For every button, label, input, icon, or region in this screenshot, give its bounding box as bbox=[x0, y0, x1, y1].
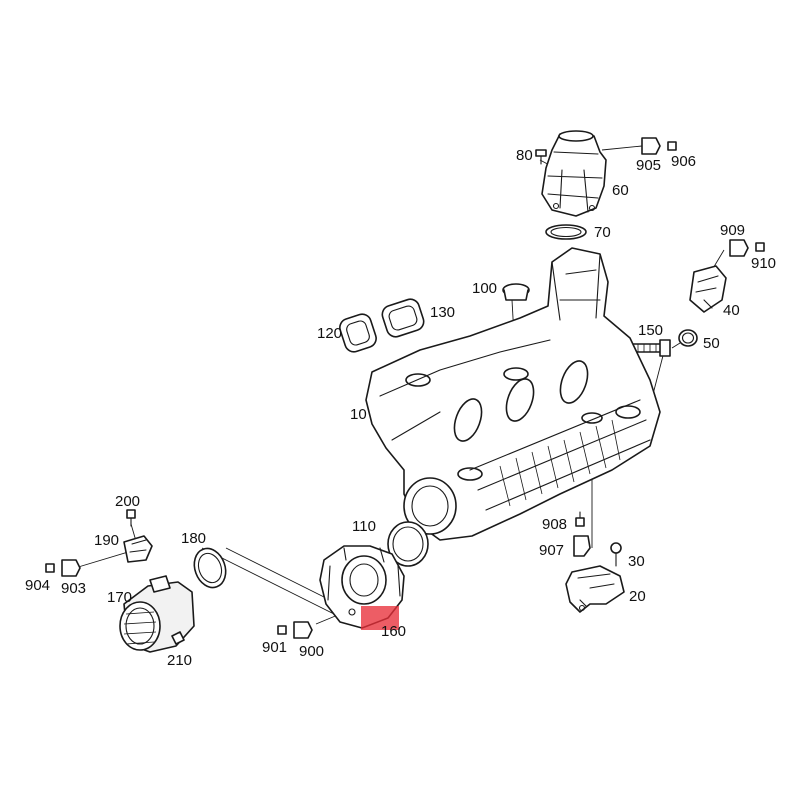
part-901-pin bbox=[277, 625, 287, 635]
callout-908: 908 bbox=[542, 516, 567, 533]
part-150-bolt bbox=[631, 339, 671, 357]
part-180-o-ring bbox=[193, 547, 227, 589]
part-210-screw bbox=[171, 631, 185, 645]
callout-210: 210 bbox=[167, 652, 192, 669]
part-907-connector bbox=[573, 535, 591, 557]
part-904-pin bbox=[45, 563, 55, 573]
callout-10: 10 bbox=[350, 406, 367, 423]
callout-901: 901 bbox=[262, 639, 287, 656]
callout-40: 40 bbox=[723, 302, 740, 319]
part-60-housing bbox=[541, 130, 607, 217]
callout-labels: 10 20 30 40 50 60 70 80 100 110 120 130 … bbox=[25, 147, 776, 669]
callout-20: 20 bbox=[629, 588, 646, 605]
callout-170: 170 bbox=[107, 589, 132, 606]
callout-910: 910 bbox=[751, 255, 776, 272]
callout-70: 70 bbox=[594, 224, 611, 241]
callout-150: 150 bbox=[638, 322, 663, 339]
part-903-connector bbox=[61, 559, 81, 577]
callout-60: 60 bbox=[612, 182, 629, 199]
callout-200: 200 bbox=[115, 493, 140, 510]
callout-905: 905 bbox=[636, 157, 661, 174]
highlight-marker bbox=[361, 606, 399, 630]
callout-120: 120 bbox=[317, 325, 342, 342]
part-910-pin bbox=[755, 242, 765, 252]
callout-190: 190 bbox=[94, 532, 119, 549]
part-908-pin bbox=[575, 511, 585, 527]
part-200-bolt bbox=[126, 509, 136, 527]
part-190-sensor bbox=[123, 535, 153, 563]
part-100-grommet bbox=[502, 283, 530, 301]
callout-909: 909 bbox=[720, 222, 745, 239]
callout-160: 160 bbox=[381, 623, 406, 640]
callout-130: 130 bbox=[430, 304, 455, 321]
part-30-screw bbox=[610, 542, 622, 567]
part-130-gasket bbox=[381, 298, 425, 338]
callout-80: 80 bbox=[516, 147, 533, 164]
part-10-intake-manifold bbox=[365, 247, 661, 541]
part-906-pin bbox=[667, 141, 677, 151]
callout-906: 906 bbox=[671, 153, 696, 170]
part-50-seal bbox=[678, 329, 698, 347]
part-20-actuator bbox=[565, 565, 625, 613]
part-40-sensor bbox=[689, 265, 727, 313]
callout-100: 100 bbox=[472, 280, 497, 297]
callout-900: 900 bbox=[299, 643, 324, 660]
part-110-gasket-ring bbox=[387, 521, 429, 567]
part-905-connector bbox=[641, 137, 661, 155]
callout-180: 180 bbox=[181, 530, 206, 547]
callout-907: 907 bbox=[539, 542, 564, 559]
callout-30: 30 bbox=[628, 553, 645, 570]
part-120-gasket bbox=[339, 313, 377, 353]
callout-903: 903 bbox=[61, 580, 86, 597]
callout-50: 50 bbox=[703, 335, 720, 352]
callout-904: 904 bbox=[25, 577, 50, 594]
part-70-o-ring bbox=[545, 224, 587, 240]
part-909-connector bbox=[729, 239, 749, 257]
part-80-bolt bbox=[535, 149, 547, 165]
callout-110: 110 bbox=[352, 518, 376, 535]
part-900-connector bbox=[293, 621, 313, 639]
